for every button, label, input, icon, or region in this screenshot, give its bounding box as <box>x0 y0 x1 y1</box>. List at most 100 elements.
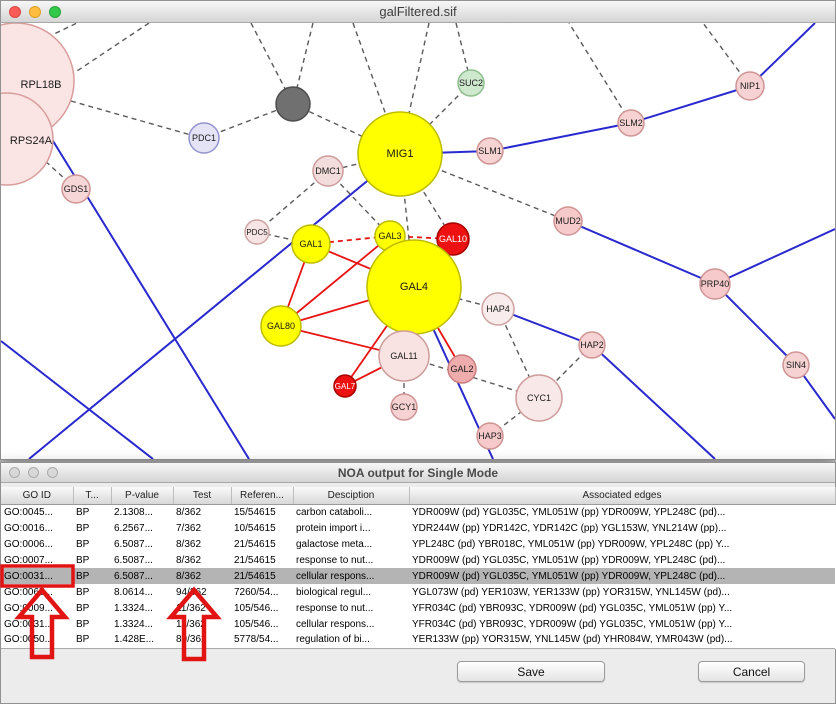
node-label: DMC1 <box>315 166 341 176</box>
cell-type: BP <box>76 634 90 646</box>
node-circle <box>699 268 731 300</box>
node-SUC2[interactable]: SUC2 <box>457 69 485 97</box>
node-label: GAL10 <box>439 234 467 244</box>
edge-dash <box>568 23 632 124</box>
node-GAL80[interactable]: GAL80 <box>260 305 302 347</box>
node-circle <box>275 86 311 122</box>
node-SIN4[interactable]: SIN4 <box>782 351 810 379</box>
column-header-2[interactable]: P-value <box>111 487 174 505</box>
node-GAL11[interactable]: GAL11 <box>378 330 430 382</box>
node-GAL1[interactable]: GAL1 <box>291 224 331 264</box>
node-NIP1[interactable]: NIP1 <box>735 71 765 101</box>
node-GCY1[interactable]: GCY1 <box>390 393 418 421</box>
column-header-4[interactable]: Referen... <box>231 487 294 505</box>
node-label: HAP2 <box>580 340 604 350</box>
column-header-6[interactable]: Associated edges <box>409 487 836 505</box>
node-RPS24A[interactable]: RPS24A <box>1 92 54 186</box>
node-unlabeled[interactable] <box>275 86 311 122</box>
cell-edges: YFR034C (pd) YBR093C, YDR009W (pd) YGL03… <box>412 618 733 630</box>
node-GAL7[interactable]: GAL7 <box>333 374 357 398</box>
node-PRP40[interactable]: PRP40 <box>699 268 731 300</box>
node-GAL4[interactable]: GAL4 <box>366 239 462 335</box>
cell-go_id: GO:0031... <box>4 618 53 630</box>
minimize-button-icon[interactable] <box>29 6 41 18</box>
zoom-button-icon[interactable] <box>47 467 58 478</box>
node-label: NIP1 <box>740 81 760 91</box>
minimize-button-icon[interactable] <box>28 467 39 478</box>
cell-type: BP <box>76 506 90 518</box>
edge-blue <box>489 122 632 152</box>
edge-dash <box>70 100 192 136</box>
node-label: SLM1 <box>478 146 502 156</box>
node-MIG1[interactable]: MIG1 <box>357 111 443 197</box>
node-MUD2[interactable]: MUD2 <box>553 206 583 236</box>
node-SLM2[interactable]: SLM2 <box>617 109 645 137</box>
network-window-titlebar[interactable]: galFiltered.sif <box>1 1 835 23</box>
cell-p_value: 6.5087... <box>114 554 153 566</box>
node-label: GAL4 <box>400 281 428 293</box>
cell-p_value: 2.1308... <box>114 506 153 518</box>
cell-go_id: GO:0006... <box>4 538 53 550</box>
network-window-title: galFiltered.sif <box>379 4 457 19</box>
edge-blue <box>28 153 401 459</box>
network-graph: RPL18BRPS24AGDS1PDC1MIG1SUC2SLM1SLM2NIP1… <box>1 23 835 459</box>
node-HAP4[interactable]: HAP4 <box>481 292 515 326</box>
node-CYC1[interactable]: CYC1 <box>515 374 563 422</box>
cell-description: protein import i... <box>296 522 371 534</box>
node-circle <box>436 222 470 256</box>
node-label: SIN4 <box>786 360 806 370</box>
cell-go_id: GO:0065... <box>4 586 53 598</box>
column-header-1[interactable]: T... <box>73 487 112 505</box>
noa-window-titlebar[interactable]: NOA output for Single Mode <box>1 463 835 483</box>
cell-go_id: GO:0016... <box>4 522 53 534</box>
cell-reference: 10/54615 <box>234 522 276 534</box>
node-HAP2[interactable]: HAP2 <box>578 331 606 359</box>
cell-reference: 15/54615 <box>234 506 276 518</box>
node-SLM1[interactable]: SLM1 <box>476 137 504 165</box>
cell-description: galactose meta... <box>296 538 373 550</box>
node-GAL2[interactable]: GAL2 <box>447 354 477 384</box>
cell-edges: YDR244W (pp) YDR142C, YDR142C (pp) YGL15… <box>412 522 727 534</box>
cancel-button[interactable]: Cancel <box>698 661 805 682</box>
cell-p_value: 1.3324... <box>114 602 153 614</box>
node-label: GAL11 <box>390 351 417 361</box>
column-header-0[interactable]: GO ID <box>1 487 74 505</box>
column-header-5[interactable]: Desciption <box>293 487 410 505</box>
node-GDS1[interactable]: GDS1 <box>61 174 91 204</box>
cell-test: 7/362 <box>176 522 202 534</box>
cell-test: 80/362 <box>176 634 207 646</box>
node-circle <box>553 206 583 236</box>
node-circle <box>782 351 810 379</box>
column-header-3[interactable]: Test <box>173 487 232 505</box>
save-button[interactable]: Save <box>457 661 605 682</box>
node-PDC1[interactable]: PDC1 <box>188 122 220 154</box>
node-HAP3[interactable]: HAP3 <box>476 422 504 450</box>
node-GAL10[interactable]: GAL10 <box>436 222 470 256</box>
node-circle <box>390 393 418 421</box>
close-button-icon[interactable] <box>9 467 20 478</box>
cell-test: 8/362 <box>176 538 202 550</box>
node-DMC1[interactable]: DMC1 <box>312 155 344 187</box>
node-label: CYC1 <box>527 393 551 403</box>
node-label: GAL1 <box>299 239 322 249</box>
close-button-icon[interactable] <box>9 6 21 18</box>
cell-reference: 105/546... <box>234 618 279 630</box>
cell-p_value: 1.3324... <box>114 618 153 630</box>
traffic-lights-inactive <box>9 467 58 478</box>
node-PDC5[interactable]: PDC5 <box>244 219 270 245</box>
node-circle <box>333 374 357 398</box>
zoom-button-icon[interactable] <box>49 6 61 18</box>
cell-type: BP <box>76 522 90 534</box>
cell-p_value: 6.5087... <box>114 538 153 550</box>
